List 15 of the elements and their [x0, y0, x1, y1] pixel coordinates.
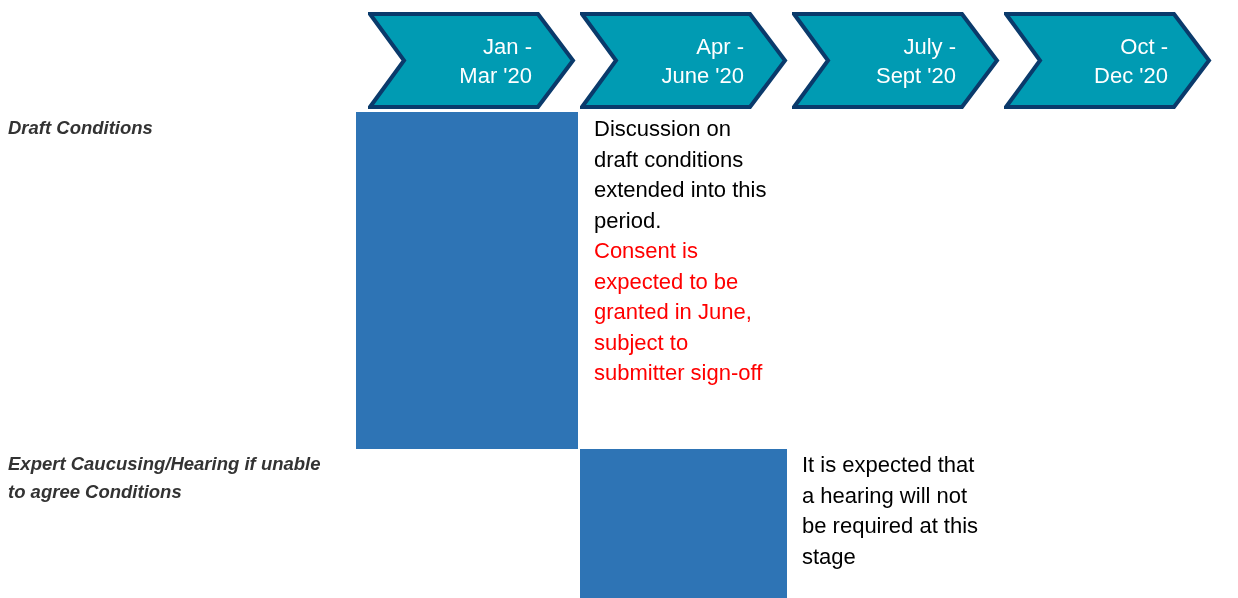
row-heading: Expert Caucusing/Hearing if unable to agree Conditions — [8, 452, 322, 504]
note-text: Discussion on draft conditions extended into this period. — [594, 115, 768, 235]
note-text: Consent is expected to be granted in June, subject to submitter sign-off — [594, 237, 764, 387]
note-text: It is expected that a hearing will not be required at this stage — [802, 451, 980, 571]
period-header-tab — [580, 12, 788, 109]
period-header-tab — [792, 12, 1000, 109]
period-label: Jan - Mar '20 — [458, 32, 532, 90]
period-label: July - Sept '20 — [874, 32, 956, 90]
period-header-tab — [1004, 12, 1212, 109]
timeline-bar — [580, 449, 787, 598]
period-header-tab — [368, 12, 576, 109]
timeline-bar — [356, 112, 578, 449]
period-label: Oct - Dec '20 — [1093, 32, 1168, 90]
period-label: Apr - June '20 — [660, 32, 744, 90]
row-heading: Draft Conditions — [8, 116, 154, 140]
